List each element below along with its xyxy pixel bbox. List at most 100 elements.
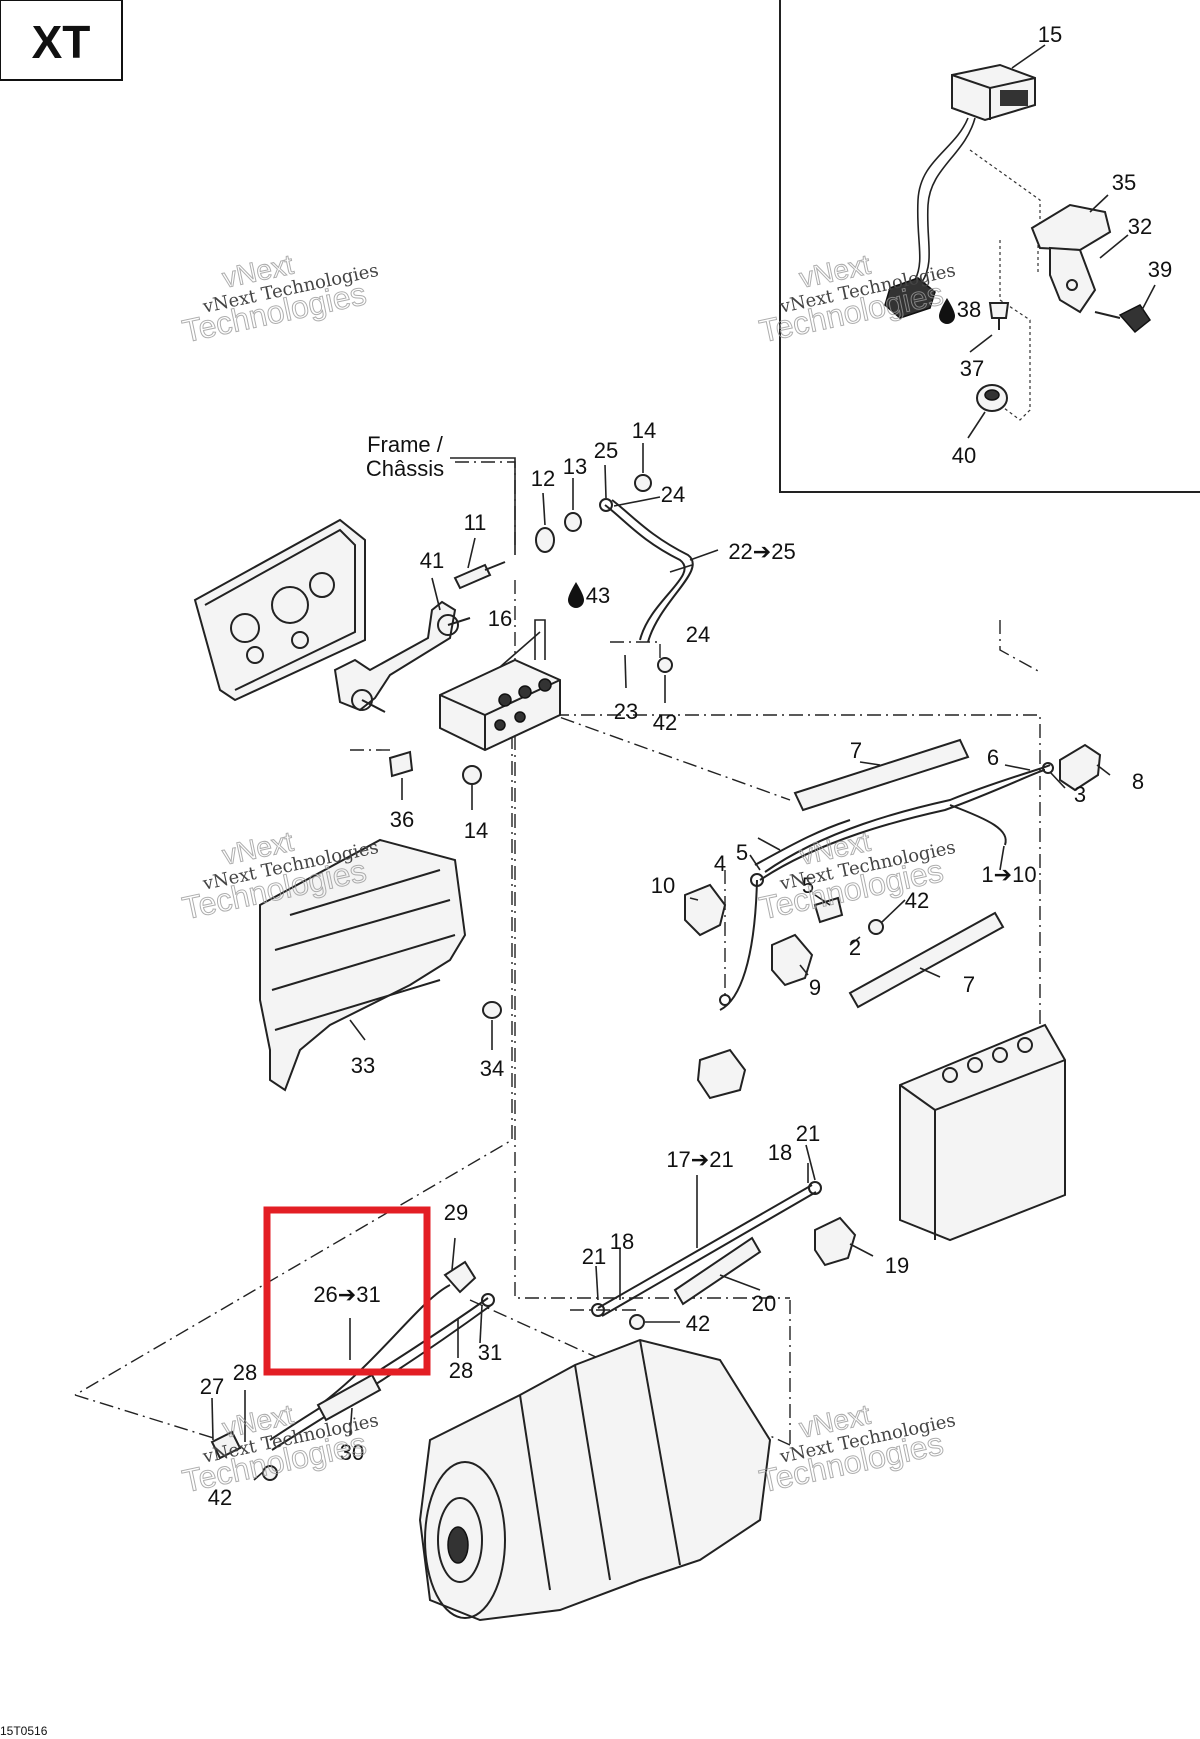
callout-24-top: 24: [661, 482, 685, 507]
part-connector-plug: [884, 277, 936, 319]
part-33-heat-shield: [259, 838, 467, 1092]
model-badge-text: XT: [32, 16, 91, 68]
part-24-cable: [599, 498, 694, 643]
callout-16: 16: [488, 606, 512, 631]
callout-18-right: 18: [768, 1140, 792, 1165]
highlight-box: [263, 1206, 431, 1376]
part-gauge-plate: [193, 518, 366, 702]
part-39-bolt: [1094, 304, 1152, 334]
part-7-sleeve-top: [793, 738, 970, 812]
callout-14-top: 14: [632, 418, 656, 443]
part-starter-motor: [418, 1338, 772, 1622]
part-15-control-unit: [914, 63, 1036, 283]
callout-10: 10: [651, 873, 675, 898]
callout-25: 25: [594, 438, 618, 463]
leader-lines: [211, 44, 1156, 1481]
part-41-mount: [333, 600, 471, 713]
part-42-nut-b: [868, 919, 884, 935]
callout-29: 29: [444, 1200, 468, 1225]
callout-5-upper: 5: [736, 840, 748, 865]
part-7-sleeve-bottom: [848, 911, 1005, 1009]
callout-31: 31: [478, 1340, 502, 1365]
part-42-nut-a: [657, 657, 673, 673]
inset-box: [779, 0, 1200, 493]
callout-20: 20: [752, 1291, 776, 1316]
part-14-nut-top: [634, 474, 652, 492]
callout-7-top: 7: [850, 738, 862, 763]
callout-33: 33: [351, 1053, 375, 1078]
callouts: 15 35 32 39 38 37 40 14 25 13 12 24 11 2…: [200, 22, 1172, 1510]
callout-2: 2: [849, 935, 861, 960]
part-10-boot: [684, 883, 727, 937]
callout-42-a: 42: [653, 710, 677, 735]
callout-3: 3: [1074, 782, 1086, 807]
watermark-1: vNext vNext Technologies Technologies: [179, 248, 381, 350]
part-17-21-cable: [591, 1181, 822, 1317]
callout-23: 23: [614, 699, 638, 724]
callout-8: 8: [1132, 769, 1144, 794]
callout-9: 9: [809, 975, 821, 1000]
part-27-terminal: [210, 1430, 242, 1460]
part-11-bolt: [453, 561, 506, 590]
callout-36: 36: [390, 807, 414, 832]
part-battery: [899, 1023, 1066, 1242]
callout-30: 30: [340, 1440, 364, 1465]
part-42-nut-c: [629, 1314, 645, 1330]
model-badge: XT: [0, 0, 123, 81]
callout-42-d: 42: [208, 1485, 232, 1510]
callout-13: 13: [563, 454, 587, 479]
part-30-sleeve: [316, 1373, 382, 1422]
part-40-grommet: [976, 384, 1008, 412]
callout-21-right: 21: [796, 1121, 820, 1146]
callout-35: 35: [1112, 170, 1136, 195]
callout-43: 43: [586, 583, 610, 608]
callout-42-b: 42: [905, 888, 929, 913]
callout-42-c: 42: [686, 1311, 710, 1336]
part-36-bolt: [388, 750, 414, 778]
callout-28-left: 28: [233, 1360, 257, 1385]
callout-4: 4: [714, 851, 726, 876]
callout-21-left: 21: [582, 1244, 606, 1269]
callout-14-bottom: 14: [464, 818, 488, 843]
part-2-terminal: [813, 896, 844, 924]
callout-40: 40: [952, 443, 976, 468]
callout-41: 41: [420, 548, 444, 573]
callout-24-bottom: 24: [686, 622, 710, 647]
callout-19: 19: [885, 1253, 909, 1278]
callout-18-left: 18: [610, 1229, 634, 1254]
callout-37: 37: [960, 356, 984, 381]
loctite-drop-icon: [568, 582, 584, 608]
callout-22-25: 22➔25: [728, 539, 795, 564]
part-19-boot: [814, 1216, 857, 1267]
part-34-plug: [482, 1001, 502, 1019]
callout-38: 38: [957, 297, 981, 322]
part-20-sleeve: [673, 1236, 762, 1306]
callout-17-21: 17➔21: [666, 1147, 733, 1172]
part-switch: [696, 879, 758, 1100]
part-37-screw: [988, 302, 1010, 330]
part-16-solenoid: [439, 619, 561, 752]
callout-28-right: 28: [449, 1358, 473, 1383]
part-8-boot: [1059, 743, 1102, 792]
callout-1-10: 1➔10: [981, 862, 1036, 887]
part-26-31-cable: [269, 1260, 495, 1451]
callout-6: 6: [987, 745, 999, 770]
callout-39: 39: [1148, 257, 1172, 282]
callout-34: 34: [480, 1056, 504, 1081]
callout-11: 11: [464, 510, 487, 535]
part-35-bracket: [1030, 203, 1112, 314]
part-13-nut: [564, 512, 582, 532]
callout-15: 15: [1038, 22, 1062, 47]
frame-label-line2: Châssis: [366, 456, 444, 481]
callout-12: 12: [531, 466, 555, 491]
guide-lines: [74, 149, 1061, 1446]
callout-32: 32: [1128, 214, 1152, 239]
part-12-washer: [535, 527, 555, 553]
part-9-boot: [771, 933, 814, 987]
callout-26-31: 26➔31: [313, 1282, 380, 1307]
figure-code: 15T0516: [0, 1724, 48, 1738]
callout-5-lower: 5: [802, 873, 814, 898]
callout-7-bottom: 7: [963, 972, 975, 997]
loctite-drop-icon: [939, 298, 955, 324]
